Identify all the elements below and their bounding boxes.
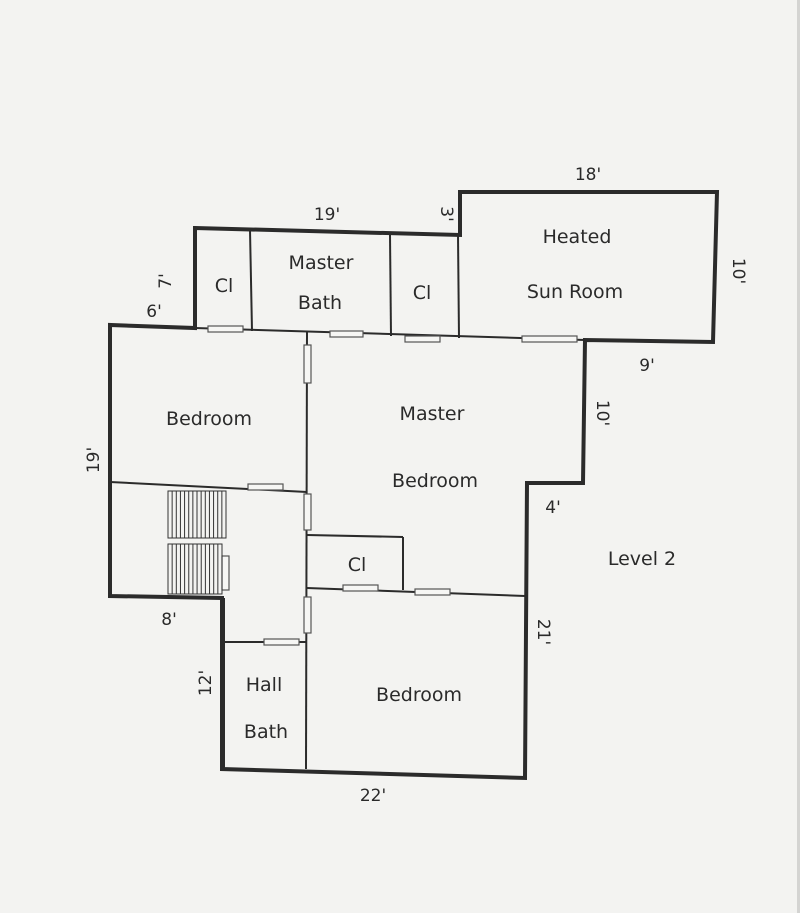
master-bath-label-line1: Master [289,252,354,274]
dim-right-21: 21' [533,619,553,645]
bedroom-left-label: Bedroom [166,408,252,430]
hall-bath-label-line2: Bath [244,721,288,743]
dim-top-main: 19' [314,205,340,225]
exterior-wall [108,190,720,781]
staircase [167,490,227,595]
level-label: Level 2 [608,548,676,570]
master-bedroom-label-line1: Master [400,403,465,425]
hall-bath-label-line1: Hall [246,674,283,696]
dim-sunroom-side: 10' [728,258,748,284]
dim-closet-7: 7' [156,273,176,289]
closet-center-label: Cl [348,554,367,576]
bedroom-bottom-label: Bedroom [376,684,462,706]
dim-step-3: 3' [436,206,456,222]
closet-left-label: Cl [215,275,234,297]
master-bedroom-label-line2: Bedroom [392,470,478,492]
dim-left-12: 12' [196,670,216,696]
interior-walls [109,229,586,770]
dim-left-6: 6' [146,302,162,322]
dim-left-19: 19' [84,447,104,473]
dim-right-10: 10' [592,400,612,426]
dim-bottom-22: 22' [360,786,386,806]
heated-label: Heated [543,226,612,248]
sun-room-label: Sun Room [527,281,623,303]
dim-left-8: 8' [161,610,177,630]
dim-step-9: 9' [639,356,655,376]
dim-top-sunroom: 18' [575,165,601,185]
doors [207,325,578,646]
closet-right-label: Cl [413,282,432,304]
master-bath-label-line2: Bath [298,292,342,314]
dim-step-4: 4' [545,498,561,518]
page-edge-shadow [797,0,800,913]
